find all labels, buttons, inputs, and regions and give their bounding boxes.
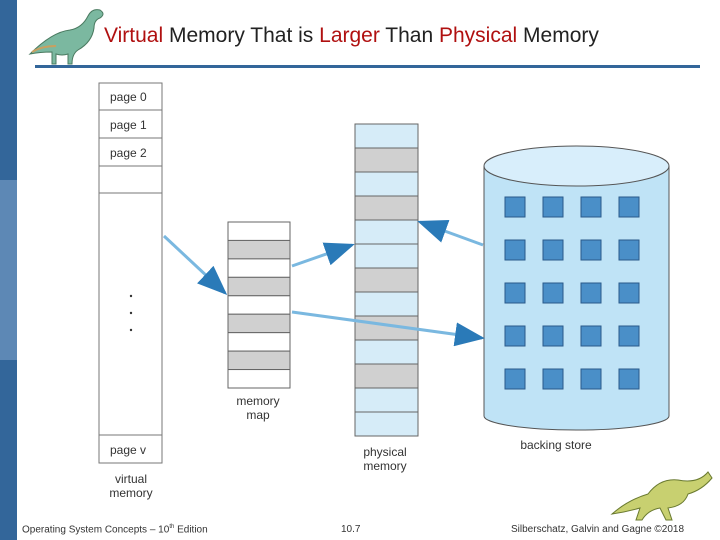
physical-memory-frame bbox=[354, 291, 419, 317]
backing-store-block bbox=[542, 325, 564, 347]
footer-page-number: 10.7 bbox=[341, 524, 361, 535]
memory-map-label-line1: memory bbox=[236, 394, 280, 408]
physical-memory-frame bbox=[354, 219, 419, 245]
memory-map-row bbox=[227, 239, 291, 260]
virtual-memory-label: virtual memory bbox=[96, 472, 166, 500]
page-v-label: page v bbox=[110, 443, 147, 457]
title-part: Virtual bbox=[104, 24, 164, 47]
memory-map-row bbox=[227, 276, 291, 297]
backing-store-block bbox=[618, 368, 640, 390]
physical-memory-frame bbox=[354, 387, 419, 413]
virtual-memory-label-line2: memory bbox=[109, 486, 153, 500]
arrow-map-to-backing bbox=[291, 310, 485, 347]
backing-store-block bbox=[580, 196, 602, 218]
dinosaur-logo-icon bbox=[28, 9, 104, 65]
memory-map-column bbox=[227, 221, 291, 389]
title-underline bbox=[35, 65, 700, 68]
physical-memory-frame bbox=[354, 339, 419, 365]
footer-copyright: Silberschatz, Galvin and Gagne ©2018 bbox=[511, 524, 685, 535]
backing-store-block bbox=[618, 239, 640, 261]
slide-title: Virtual Memory That is Larger Than Physi… bbox=[104, 24, 720, 48]
physical-memory-frame bbox=[354, 171, 419, 197]
backing-store-block bbox=[542, 196, 564, 218]
sidebar-stripe-bottom bbox=[0, 360, 17, 540]
backing-store-block bbox=[504, 196, 526, 218]
backing-store-block bbox=[504, 239, 526, 261]
arrow-map-to-physical bbox=[291, 242, 355, 268]
backing-store-block bbox=[618, 196, 640, 218]
physical-memory-frame bbox=[354, 267, 419, 293]
backing-store-block bbox=[580, 368, 602, 390]
page-2-label: page 2 bbox=[110, 146, 147, 160]
footer-course-title-sup: th bbox=[169, 524, 175, 530]
memory-map-row bbox=[227, 350, 291, 371]
backing-store-block bbox=[542, 282, 564, 304]
memory-map-row bbox=[227, 258, 291, 278]
sidebar-stripe-top bbox=[0, 0, 17, 180]
physical-memory-frame bbox=[354, 123, 419, 149]
memory-map-row bbox=[227, 313, 291, 334]
title-part: Memory That is bbox=[163, 24, 320, 47]
arrow-backing-to-physical bbox=[417, 219, 484, 247]
arrow-virtual-to-map bbox=[162, 234, 228, 296]
physical-memory-frame bbox=[354, 147, 419, 173]
memory-map-row bbox=[227, 369, 291, 389]
backing-store-block bbox=[542, 368, 564, 390]
backing-store-block bbox=[504, 368, 526, 390]
memory-map-label-line2: map bbox=[246, 408, 270, 422]
title-part: Larger bbox=[319, 24, 380, 47]
title-part: Physical bbox=[439, 24, 518, 47]
backing-store-label: backing store bbox=[520, 438, 592, 452]
physical-memory-frame bbox=[354, 363, 419, 389]
physical-memory-label-line2: memory bbox=[363, 459, 407, 473]
page-1-label: page 1 bbox=[110, 118, 147, 132]
backing-store-block bbox=[618, 325, 640, 347]
page-0-label: page 0 bbox=[110, 90, 147, 104]
backing-store-block bbox=[580, 282, 602, 304]
memory-map-row bbox=[227, 332, 291, 352]
backing-store-block bbox=[504, 325, 526, 347]
physical-memory-frame bbox=[354, 243, 419, 269]
sidebar-stripe-middle bbox=[0, 180, 17, 360]
title-part: Memory bbox=[517, 24, 599, 47]
footer-course-title-suffix: Edition bbox=[174, 524, 208, 536]
backing-store-block bbox=[580, 239, 602, 261]
physical-memory-label: physical memory bbox=[350, 445, 420, 473]
backing-store-block bbox=[618, 282, 640, 304]
physical-memory-label-line1: physical bbox=[363, 445, 407, 459]
physical-memory-frame bbox=[354, 411, 419, 437]
dinosaur-footer-icon bbox=[610, 471, 713, 521]
mapping-arrows bbox=[162, 219, 485, 347]
memory-map-row bbox=[227, 221, 291, 241]
footer-course-title: Operating System Concepts – 10th Edition bbox=[22, 524, 208, 535]
memory-map-row bbox=[227, 295, 291, 315]
memory-map-label: memory map bbox=[223, 394, 293, 422]
backing-store-cylinder bbox=[483, 145, 670, 431]
physical-memory-frame bbox=[354, 195, 419, 221]
physical-memory-column bbox=[354, 123, 419, 437]
backing-store-block bbox=[542, 239, 564, 261]
footer-course-title-prefix: Operating System Concepts – 10 bbox=[22, 524, 170, 536]
virtual-memory-label-line1: virtual bbox=[114, 472, 147, 486]
backing-store-block bbox=[580, 325, 602, 347]
virtual-memory-column bbox=[98, 82, 163, 464]
title-part: Than bbox=[379, 24, 439, 47]
backing-store-block bbox=[504, 282, 526, 304]
